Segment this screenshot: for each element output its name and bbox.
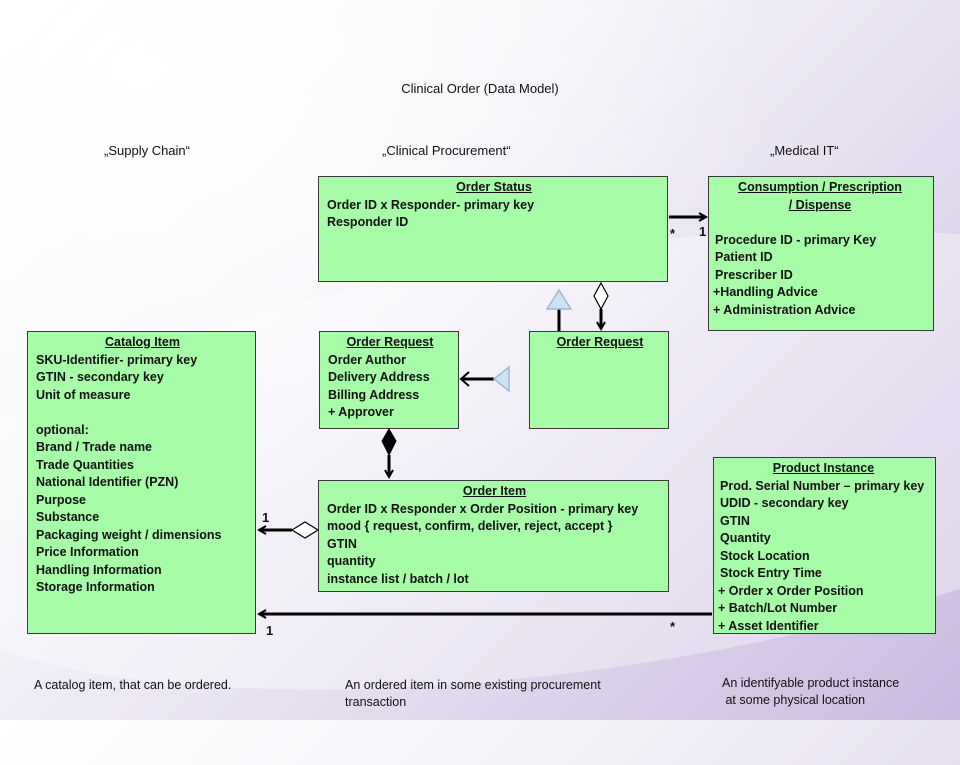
product-instance-line: + Asset Identifier — [718, 618, 819, 633]
product-instance-line: + Order x Order Position — [718, 583, 864, 598]
order-request-line: Order Author — [328, 352, 407, 367]
consumption-box[interactable]: Consumption / Prescription / Dispense Pr… — [708, 176, 934, 331]
order-request-line: + Approver — [328, 405, 394, 419]
consumption-line: Procedure ID - primary Key — [715, 232, 877, 247]
catalog-item-line: Purpose — [36, 492, 87, 507]
section-medical-it: „Medical IT“ — [770, 143, 839, 158]
order-item-line: Order ID x Responder x Order Position - … — [327, 501, 639, 516]
product-instance-line: Stock Location — [720, 548, 810, 563]
caption-order-item-2: transaction — [345, 695, 407, 709]
caption-order-item-1: An ordered item in some existing procure… — [345, 678, 601, 692]
multiplicity-catalog-one-bottom: 1 — [266, 623, 274, 638]
consumption-line: +Handling Advice — [713, 285, 818, 299]
product-instance-line: UDID - secondary key — [720, 496, 849, 510]
section-clinical-procurement: „Clinical Procurement“ — [382, 143, 511, 158]
multiplicity-consumption-one: 1 — [699, 224, 707, 239]
catalog-item-line: Handling Information — [36, 562, 162, 577]
order-item-line: instance list / batch / lot — [327, 571, 469, 586]
order-status-title: Order Status — [456, 180, 532, 194]
order-item-line: mood { request, confirm, deliver, reject… — [327, 519, 613, 533]
product-instance-line: GTIN — [720, 513, 750, 528]
catalog-item-title: Catalog Item — [104, 335, 180, 349]
multiplicity-instance-star: * — [670, 619, 676, 634]
request-arrow-icon — [459, 371, 470, 387]
inheritance-triangle-icon — [545, 288, 573, 310]
catalog-item-line: Substance — [36, 510, 100, 524]
product-instance-line: Stock Entry Time — [720, 566, 822, 580]
consumption-title: Consumption / Prescription — [738, 180, 902, 194]
request-triangle-icon — [492, 365, 510, 393]
order-status-box[interactable]: Order Status Order ID x Responder- prima… — [318, 176, 668, 282]
order-request-box[interactable]: Order Request Order Author Delivery Addr… — [319, 331, 459, 429]
consumption-line: Prescriber ID — [715, 267, 793, 282]
catalog-item-line: Price Information — [36, 545, 139, 559]
order-item-box[interactable]: Order Item Order ID x Responder x Order … — [318, 480, 669, 592]
catalog-item-line: GTIN - secondary key — [36, 370, 164, 384]
catalog-item-line: Packaging weight / dimensions — [36, 527, 222, 542]
product-instance-box[interactable]: Product Instance Prod. Serial Number – p… — [713, 457, 936, 634]
order-item-line: quantity — [327, 554, 376, 568]
multiplicity-catalog-one-top: 1 — [262, 510, 270, 525]
multiplicity-status-star: * — [670, 226, 676, 241]
catalog-item-line: SKU-Identifier- primary key — [36, 352, 198, 367]
order-status-line: Responder ID — [327, 215, 409, 229]
order-request-sub-title: Order Request — [556, 335, 644, 349]
catalog-item-line: Unit of measure — [36, 387, 131, 402]
caption-catalog: A catalog item, that can be ordered. — [34, 678, 232, 692]
catalog-item-box[interactable]: Catalog Item SKU-Identifier- primary key… — [27, 331, 256, 634]
caption-instance-2: at some physical location — [722, 693, 866, 707]
consumption-title-2: / Dispense — [788, 197, 852, 212]
order-request-line: Billing Address — [328, 387, 420, 402]
product-instance-line: Prod. Serial Number – primary key — [720, 478, 925, 493]
diagram-title: Clinical Order (Data Model) — [401, 81, 559, 96]
order-request-title: Order Request — [346, 335, 434, 349]
order-item-line: GTIN — [327, 536, 357, 551]
catalog-item-line: Storage Information — [36, 580, 155, 594]
product-instance-line: + Batch/Lot Number — [718, 601, 838, 615]
catalog-item-line: National Identifier (PZN) — [36, 475, 179, 489]
catalog-aggregation-diamond-icon — [290, 521, 320, 539]
product-instance-line: Quantity — [720, 531, 771, 545]
caption-instance-1: An identifyable product instance — [722, 676, 900, 690]
order-item-title: Order Item — [462, 484, 527, 498]
composition-diamond-icon — [381, 428, 397, 457]
consumption-line: Patient ID — [715, 250, 773, 264]
product-instance-title: Product Instance — [772, 461, 875, 475]
catalog-item-line: Trade Quantities — [36, 457, 134, 472]
order-request-line: Delivery Address — [328, 370, 430, 384]
order-request-sub-box[interactable]: Order Request — [529, 331, 669, 429]
connector-layer — [0, 0, 712, 720]
catalog-item-line: optional: — [36, 422, 89, 437]
order-status-line: Order ID x Responder- primary key — [327, 197, 535, 212]
catalog-item-line: Brand / Trade name — [36, 440, 153, 454]
section-supply-chain: „Supply Chain“ — [104, 143, 190, 158]
aggregation-diamond-icon — [593, 281, 609, 311]
consumption-line: + Administration Advice — [713, 302, 856, 317]
